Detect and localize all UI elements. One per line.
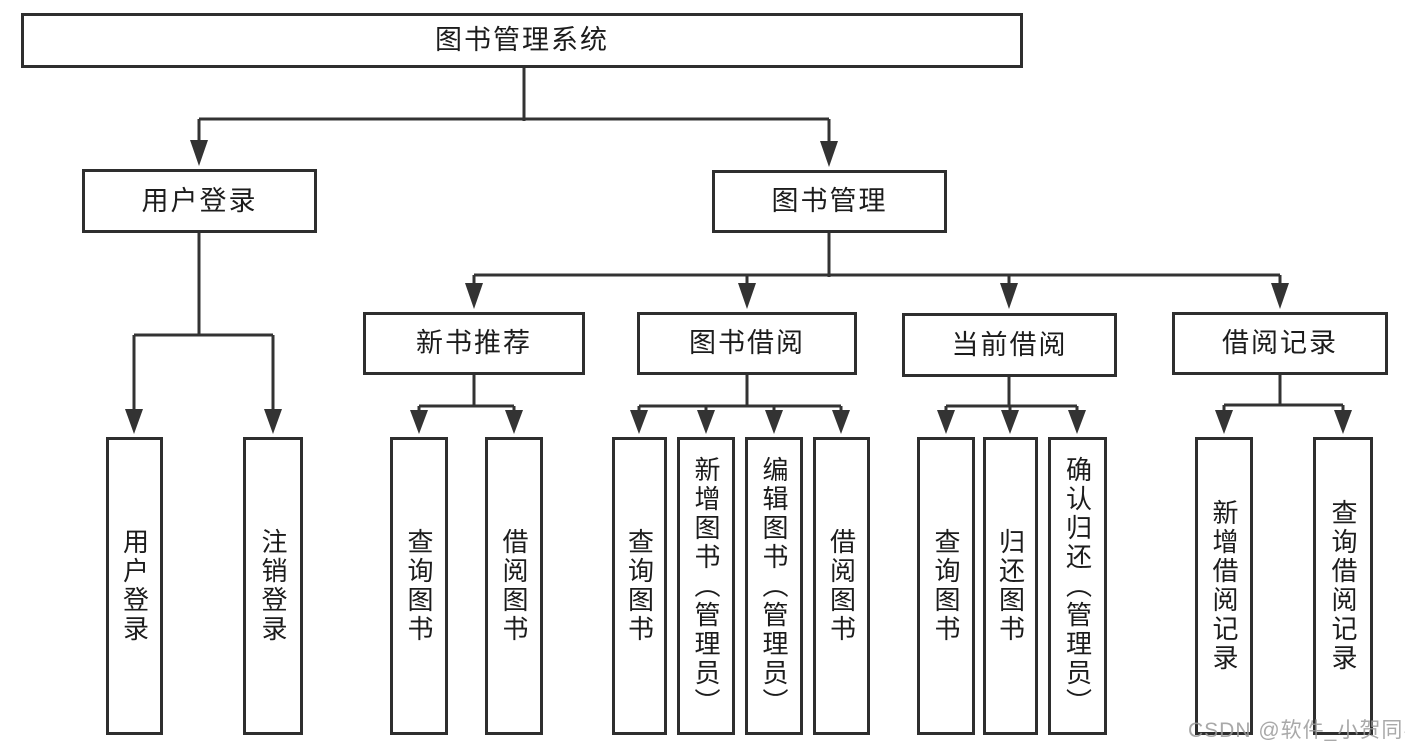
- leaf-bb-edit-books-admin: 编辑图书（管理员）: [745, 437, 803, 735]
- leaf-br-add-record: 新增借阅记录: [1195, 437, 1253, 735]
- node-borrow-records: 借阅记录: [1172, 312, 1388, 375]
- leaf-nb-borrow-books: 借阅图书: [485, 437, 543, 735]
- node-book-management: 图书管理: [712, 170, 947, 233]
- node-book-borrow: 图书借阅: [637, 312, 857, 375]
- leaf-nb-query-books: 查询图书: [390, 437, 448, 735]
- leaf-bb-add-books-admin: 新增图书（管理员）: [677, 437, 735, 735]
- node-user-login: 用户登录: [82, 169, 317, 233]
- leaf-bb-query-books: 查询图书: [612, 437, 667, 735]
- csdn-watermark: CSDN @软件_小贺同学: [1188, 719, 1405, 742]
- connector-paths: [132, 68, 1345, 412]
- arrowheads: [125, 140, 1352, 434]
- leaf-cb-query-books: 查询图书: [917, 437, 975, 735]
- leaf-bb-borrow-books: 借阅图书: [813, 437, 870, 735]
- leaf-user-login: 用户登录: [106, 437, 163, 735]
- leaf-br-query-record: 查询借阅记录: [1313, 437, 1373, 735]
- leaf-cb-confirm-return-admin: 确认归还（管理员）: [1048, 437, 1107, 735]
- leaf-cb-return-books: 归还图书: [983, 437, 1038, 735]
- leaf-logout: 注销登录: [243, 437, 303, 735]
- node-root: 图书管理系统: [21, 13, 1023, 68]
- node-new-book-recommend: 新书推荐: [363, 312, 585, 375]
- node-current-borrow: 当前借阅: [902, 313, 1117, 377]
